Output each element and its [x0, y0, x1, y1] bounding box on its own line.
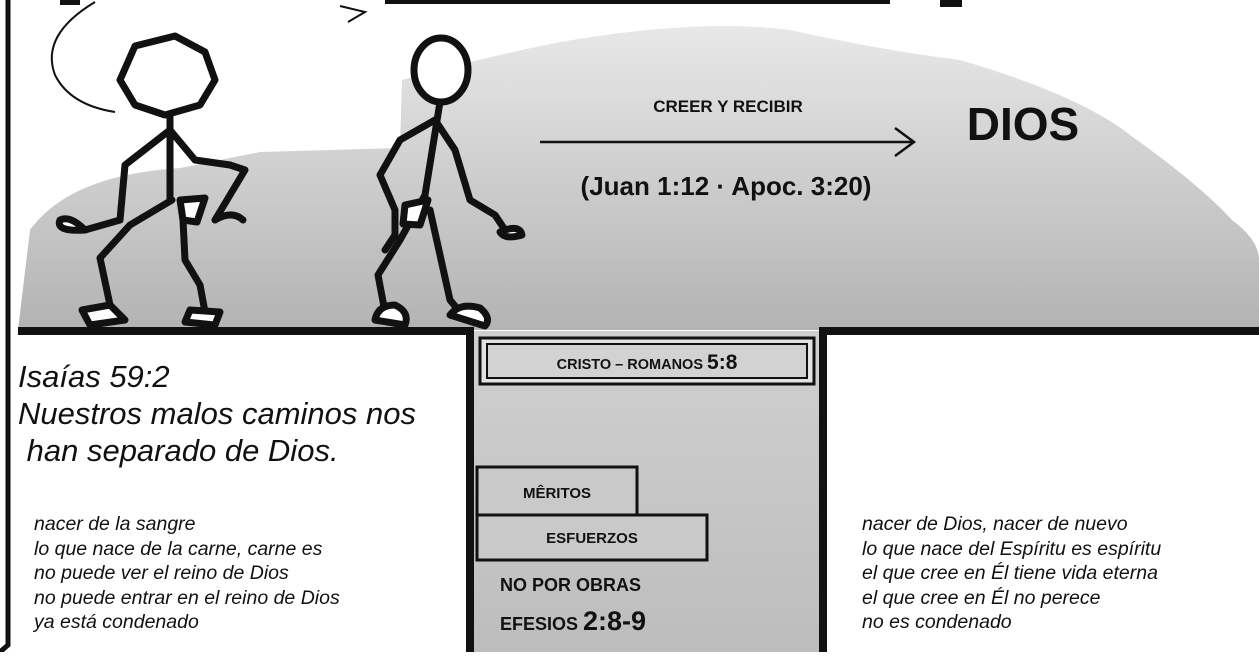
step-meritos: MÊRITOS	[475, 465, 639, 517]
verse-line1: Nuestros malos caminos nos	[18, 396, 416, 431]
list-item: no puede ver el reino de Dios	[34, 562, 289, 584]
list-item: el que cree en Él tiene vida eterna	[862, 562, 1158, 584]
step-esfuerzos-label: ESFUERZOS	[546, 530, 638, 547]
no-works-verse: 2:8-9	[583, 606, 646, 636]
bridge-label: CRISTO – ROMANOS	[557, 357, 707, 373]
motion-curve	[50, 1, 116, 113]
verse-line2: han separado de Dios.	[18, 433, 339, 468]
list-item: no puede entrar en el reino de Dios	[34, 586, 340, 609]
god-label: DIOS	[967, 98, 1079, 150]
cloud-background	[18, 26, 1259, 330]
step-meritos-label: MÊRITOS	[523, 484, 591, 502]
arrow-label-top: CREER Y RECIBIR	[653, 97, 803, 116]
motion-arrowhead	[339, 5, 368, 23]
no-works-ref: EFESIOS 2:8-9	[500, 606, 646, 636]
arrow-to-god	[540, 126, 917, 158]
list-item: nacer de Dios, nacer de nuevo	[862, 513, 1128, 535]
top-text-fragment-left	[60, 0, 80, 5]
svg-text:CRISTO – ROMANOS 5:8: CRISTO – ROMANOS 5:8	[557, 351, 738, 374]
right-list: nacer de Dios, nacer de nuevo lo que nac…	[862, 512, 1161, 635]
arrow-label-bottom: (Juan 1:12 · Apoc. 3:20)	[581, 171, 872, 201]
top-text-fragment-mid	[385, 0, 890, 4]
list-item: el que cree en Él no perece	[862, 586, 1101, 609]
bridge-ref: 5:8	[707, 351, 738, 374]
list-item: no es condenado	[862, 611, 1012, 633]
no-works-book: EFESIOS	[500, 614, 583, 634]
top-text-fragment-right	[940, 0, 962, 7]
no-works-label: NO POR OBRAS	[500, 575, 641, 595]
stick-figure-left	[55, 32, 249, 329]
verse-ref: Isaías 59:2	[18, 359, 170, 394]
bridge-cristo: CRISTO – ROMANOS 5:8	[478, 336, 816, 386]
step-esfuerzos: ESFUERZOS	[475, 513, 709, 562]
list-item: lo que nace del Espíritu es espíritu	[862, 537, 1162, 560]
stick-figure-right	[371, 34, 526, 330]
list-item: nacer de la sangre	[34, 513, 196, 535]
verse-block: Isaías 59:2 Nuestros malos caminos nos h…	[18, 358, 416, 469]
list-item: ya está condenado	[34, 611, 199, 633]
frame-border	[0, 0, 11, 654]
left-list: nacer de la sangre lo que nace de la car…	[34, 512, 340, 635]
list-item: lo que nace de la carne, carne es	[34, 537, 323, 560]
